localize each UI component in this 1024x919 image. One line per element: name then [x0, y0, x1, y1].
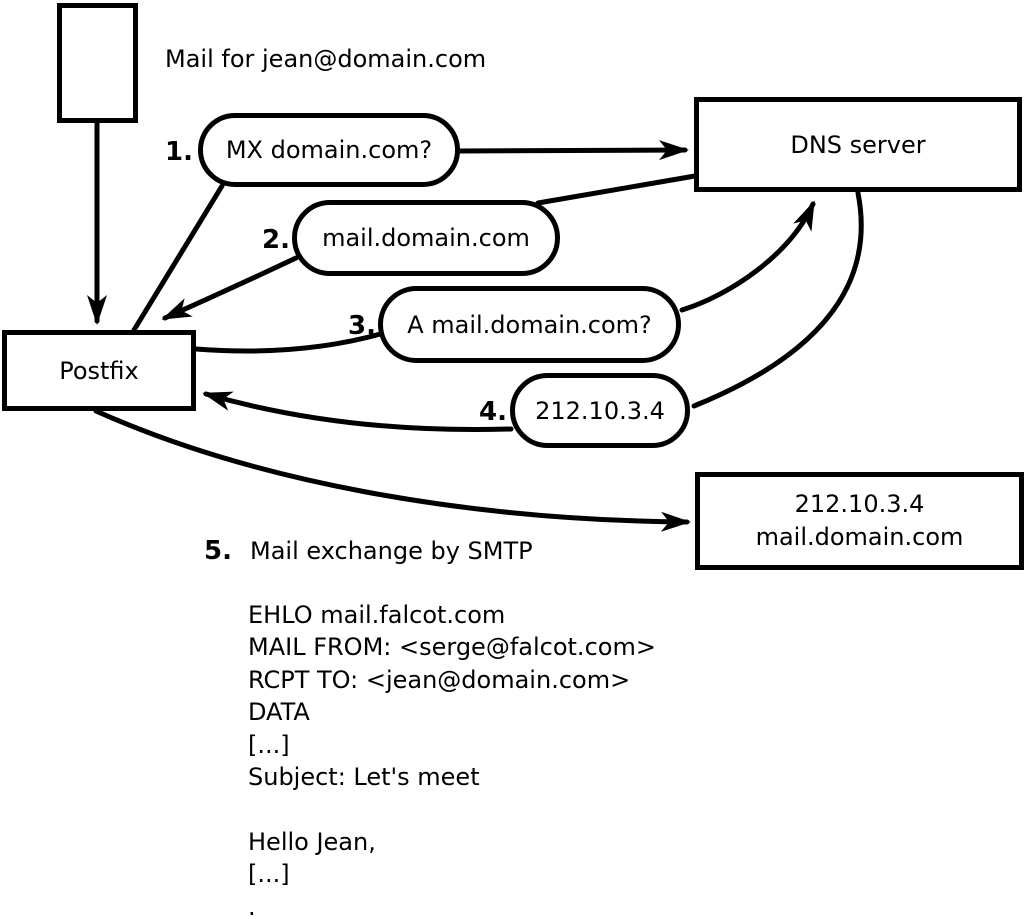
mail-note-label: Mail for jean@domain.com — [165, 45, 487, 73]
step-5-number: 5. — [204, 536, 232, 566]
step-5-label: Mail exchange by SMTP — [250, 537, 533, 565]
step-3-number: 3. — [348, 311, 376, 341]
mail-server-node: 212.10.3.4 mail.domain.com — [695, 472, 1024, 570]
smtp-line: MAIL FROM: <serge@falcot.com> — [248, 633, 656, 662]
mail-server-hostname-label: mail.domain.com — [755, 523, 964, 551]
line-dns-to-step4 — [691, 190, 864, 409]
smtp-line: [...] — [248, 860, 290, 889]
step-4-number: 4. — [479, 397, 507, 427]
dns-server-node-label: DNS server — [790, 130, 926, 159]
step-2-label: mail.domain.com — [322, 224, 530, 252]
step-1-bubble: MX domain.com? — [198, 113, 460, 187]
step-4-label: 212.10.3.4 — [535, 396, 665, 425]
line-postfix-to-step3 — [193, 330, 387, 354]
smtp-line: [...] — [248, 730, 290, 759]
line-postfix-to-step1 — [131, 183, 225, 333]
line-dns-to-step2 — [535, 173, 698, 206]
step-3-bubble: A mail.domain.com? — [378, 286, 681, 363]
mail-server-ip-label: 212.10.3.4 — [794, 490, 925, 518]
smtp-line: Hello Jean, — [248, 827, 376, 856]
arrow-step3-to-dns — [679, 200, 816, 313]
arrow-step1-to-dns — [456, 140, 689, 161]
step-3-label: A mail.domain.com? — [407, 310, 652, 339]
step-2-number: 2. — [262, 225, 290, 255]
step-2-bubble: mail.domain.com — [292, 200, 560, 276]
mail-envelope-shape — [57, 3, 138, 123]
smtp-transcript: EHLO mail.falcot.com MAIL FROM: <serge@f… — [248, 599, 656, 919]
dns-server-node: DNS server — [694, 97, 1022, 192]
arrow-step2-to-postfix — [161, 255, 299, 321]
step-4-bubble: 212.10.3.4 — [510, 373, 690, 448]
step-1-number: 1. — [165, 137, 193, 167]
postfix-node: Postfix — [2, 330, 196, 411]
smtp-line: RCPT TO: <jean@domain.com> — [248, 665, 631, 694]
smtp-line: Subject: Let's meet — [248, 762, 480, 791]
smtp-line: EHLO mail.falcot.com — [248, 601, 506, 629]
step-1-label: MX domain.com? — [225, 136, 433, 164]
arrow-postfix-to-mailserver — [93, 408, 691, 532]
arrow-step4-to-postfix — [202, 391, 514, 433]
postfix-node-label: Postfix — [59, 356, 139, 385]
smtp-line: DATA — [248, 698, 310, 727]
smtp-line: . — [248, 892, 256, 919]
smtp-line-blank — [248, 793, 656, 825]
